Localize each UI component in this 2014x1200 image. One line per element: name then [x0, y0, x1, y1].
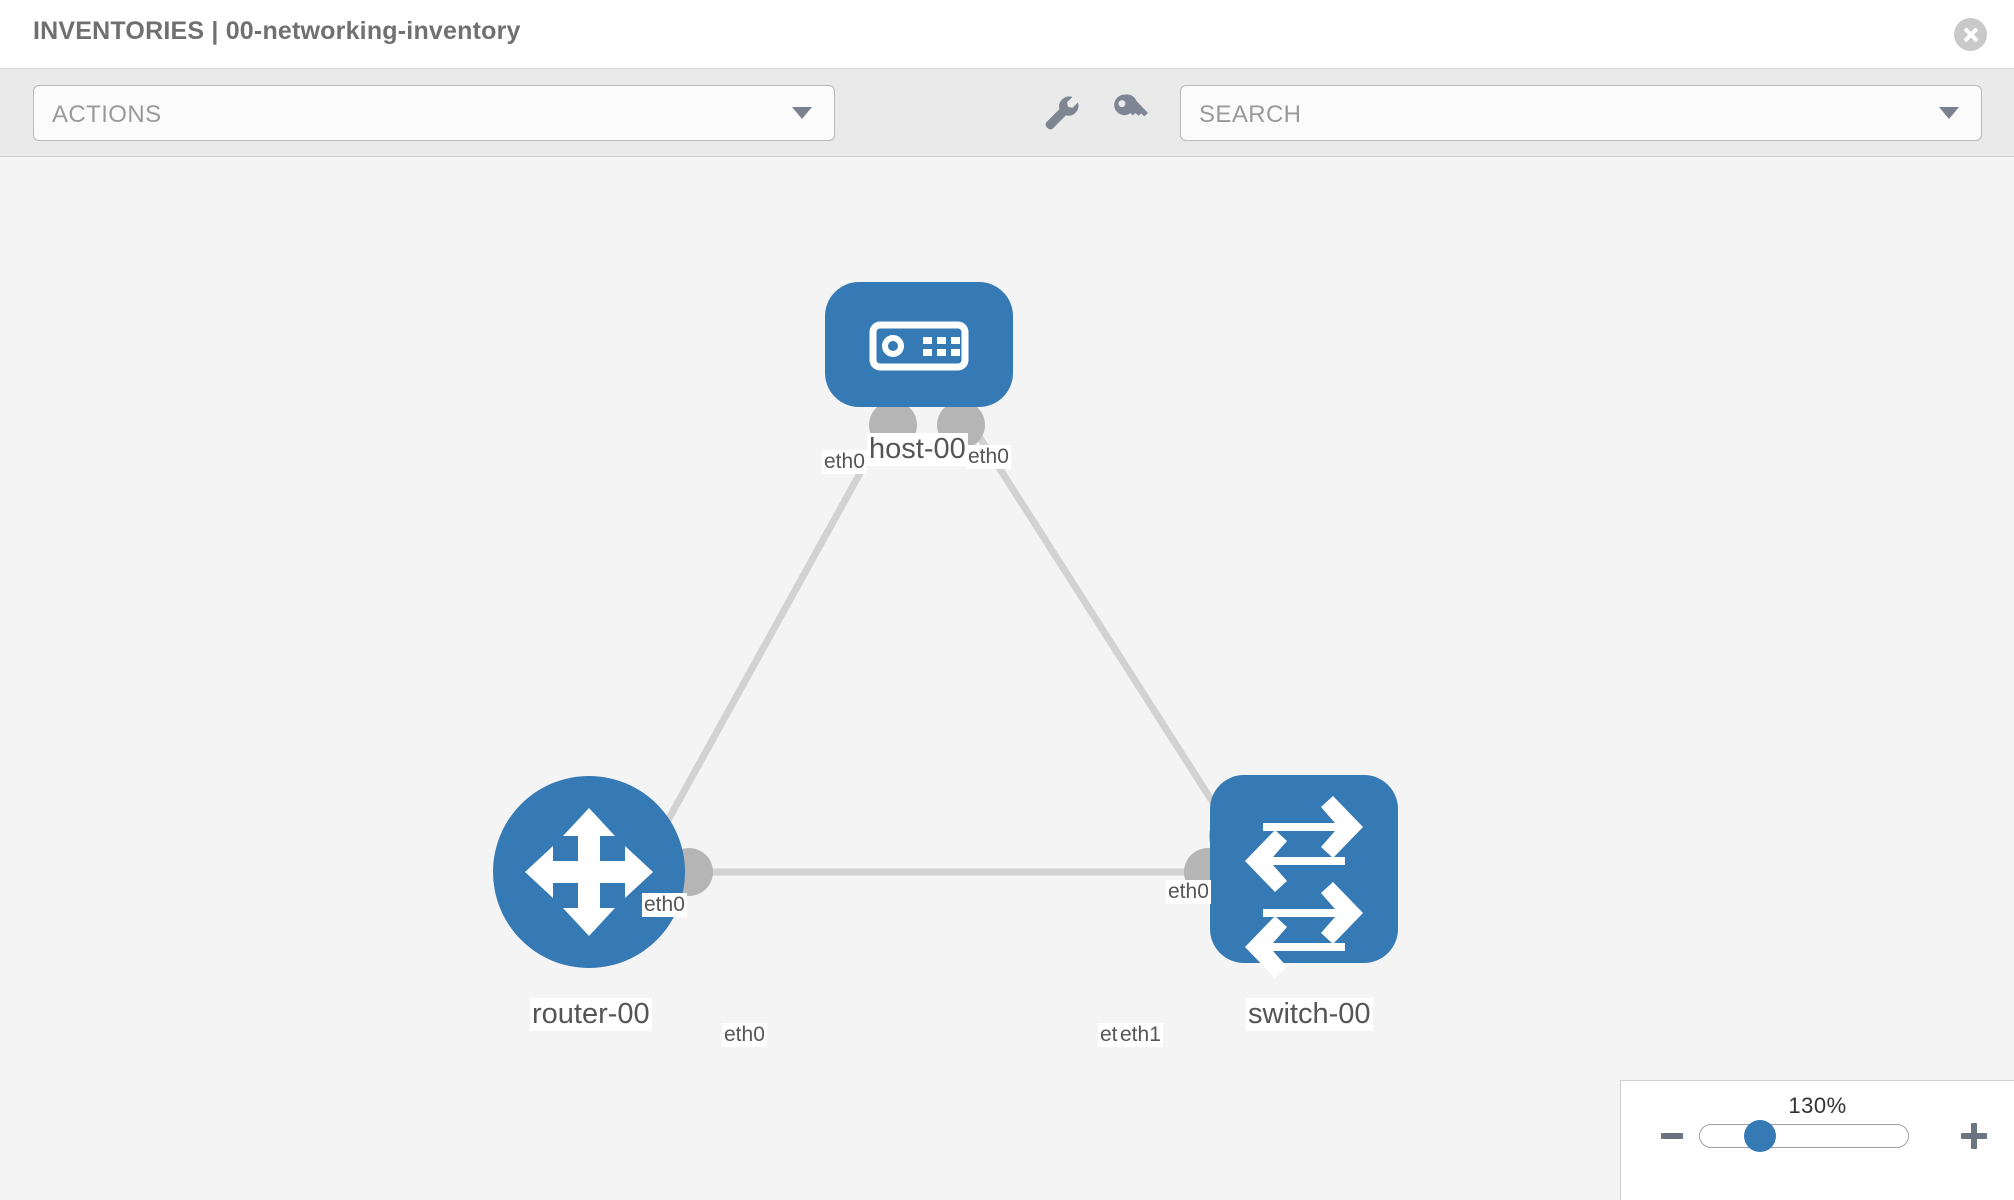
edge-label-host-right[interactable]: eth0 — [966, 445, 1011, 470]
node-router-00 — [493, 776, 685, 968]
edge-label-host-left[interactable]: eth0 — [822, 450, 867, 475]
zoom-out-button[interactable] — [1661, 1133, 1683, 1139]
actions-dropdown-label: ACTIONS — [52, 101, 162, 128]
node-label-host-00[interactable]: host-00 — [867, 433, 968, 467]
edge-host-switch — [965, 417, 1238, 839]
edge-host-router — [637, 417, 894, 871]
page-header: INVENTORIES | 00-networking-inventory — [0, 0, 2014, 69]
topology-edges — [637, 417, 1238, 876]
search-input-placeholder: SEARCH — [1199, 101, 1302, 128]
topology-ports — [665, 401, 1257, 896]
edge-label-switch-uplink[interactable]: eth0 — [1166, 880, 1211, 905]
topology-canvas[interactable]: host-00 router-00 switch-00 eth0 eth0 et… — [0, 157, 2014, 1200]
close-icon[interactable] — [1954, 18, 1987, 51]
toolbar: ACTIONS SEARCH — [0, 69, 2014, 157]
actions-dropdown[interactable]: ACTIONS — [33, 85, 835, 141]
topology-graph — [493, 282, 1398, 978]
zoom-slider-track[interactable] — [1699, 1124, 1909, 1148]
search-input[interactable]: SEARCH — [1180, 85, 1982, 141]
node-host-00 — [825, 282, 1013, 407]
chevron-down-icon — [1939, 107, 1959, 119]
zoom-level-value: 130% — [1788, 1093, 1847, 1118]
edge-label-switch-eth1[interactable]: eth1 — [1118, 1023, 1163, 1048]
edge-label-router-eth0[interactable]: eth0 — [722, 1023, 767, 1048]
node-switch-00 — [1210, 775, 1398, 978]
node-label-router-00[interactable]: router-00 — [530, 998, 652, 1032]
zoom-slider-thumb[interactable] — [1744, 1120, 1776, 1152]
chevron-down-icon — [792, 107, 812, 119]
zoom-in-button[interactable] — [1961, 1123, 1987, 1149]
zoom-control-panel: 130% — [1620, 1080, 2014, 1200]
zoom-in-stroke-v — [1971, 1123, 1977, 1149]
page-title: INVENTORIES | 00-networking-inventory — [33, 17, 521, 45]
wrench-icon[interactable] — [1040, 91, 1084, 135]
edge-label-router-uplink[interactable]: eth0 — [642, 893, 687, 918]
node-label-switch-00[interactable]: switch-00 — [1246, 998, 1373, 1032]
key-icon[interactable] — [1108, 91, 1152, 135]
